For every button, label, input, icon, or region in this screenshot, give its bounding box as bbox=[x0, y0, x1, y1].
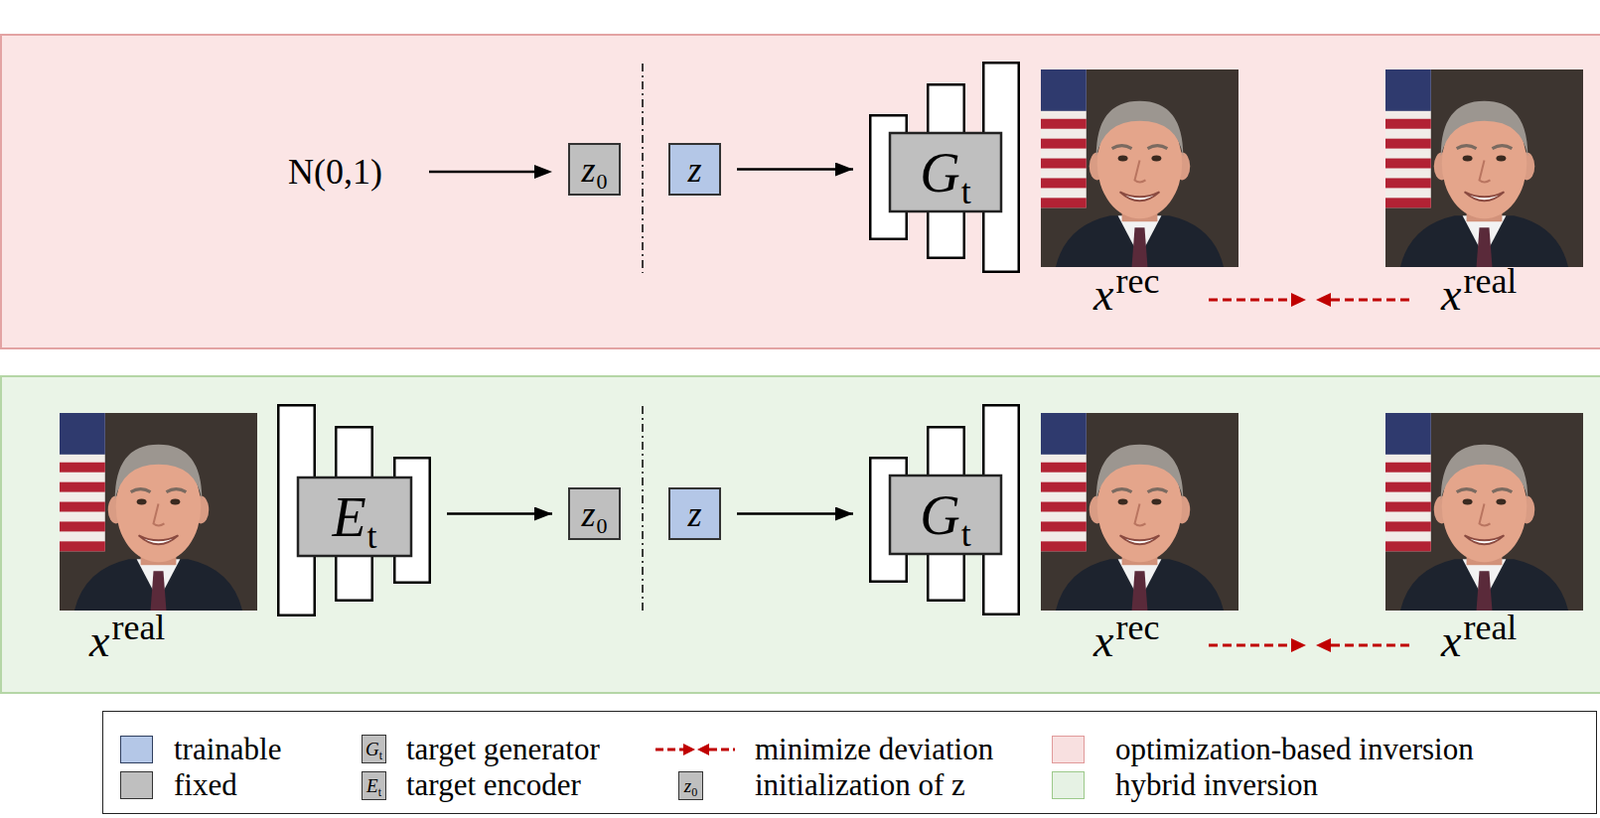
connector-arrow bbox=[736, 512, 854, 516]
math-label: xreal bbox=[1441, 618, 1517, 665]
variable-main: z bbox=[581, 149, 595, 190]
image-superscript: real bbox=[1462, 607, 1517, 648]
legend-swatch bbox=[1051, 735, 1085, 764]
network-label: Et bbox=[297, 477, 412, 557]
network-core bbox=[297, 477, 412, 557]
network-core bbox=[889, 475, 1002, 555]
connector-arrow bbox=[736, 167, 854, 171]
image-superscript: rec bbox=[1115, 261, 1160, 301]
math-label: xrec bbox=[1093, 618, 1160, 665]
legend-text: trainable bbox=[173, 731, 282, 768]
legend-swatch bbox=[120, 735, 153, 764]
deviation-arrows bbox=[1208, 292, 1414, 307]
legend-text: target generator bbox=[406, 731, 600, 768]
connector-arrow bbox=[446, 512, 553, 516]
image-symbol: x bbox=[1441, 269, 1461, 320]
legend-arrow-sample bbox=[655, 743, 735, 756]
generator-block: Gt bbox=[869, 404, 1020, 616]
variable-main: z bbox=[687, 494, 702, 535]
network-main: G bbox=[919, 142, 960, 204]
network-text: Et bbox=[331, 489, 377, 546]
legend-text: initialization of z bbox=[754, 767, 966, 804]
optimization-panel bbox=[0, 33, 1600, 350]
legend-text: hybrid inversion bbox=[1115, 767, 1318, 804]
face-photo bbox=[1040, 413, 1239, 611]
icon-letter: z bbox=[684, 775, 692, 797]
sample-arrow bbox=[429, 164, 553, 179]
legend-text: minimize deviation bbox=[754, 731, 994, 768]
image-symbol: x bbox=[1441, 615, 1461, 667]
image-superscript: rec bbox=[1115, 607, 1160, 648]
trainable-box: z bbox=[668, 487, 722, 541]
math-label: xreal bbox=[89, 618, 165, 665]
distribution-label: N(0,1) bbox=[288, 151, 383, 192]
box-text: z bbox=[687, 496, 702, 533]
legend-icon: Et bbox=[361, 771, 387, 801]
image-symbol: x bbox=[89, 615, 110, 667]
variable-main: z bbox=[581, 494, 595, 535]
face-photo bbox=[59, 413, 258, 611]
legend-text: fixed bbox=[173, 767, 238, 804]
icon-letter: G bbox=[365, 738, 380, 760]
image-symbol: x bbox=[1093, 615, 1114, 667]
legend-icon-text: Et bbox=[366, 776, 382, 796]
variable-sub: 0 bbox=[596, 513, 608, 539]
legend-swatch bbox=[1051, 771, 1085, 800]
box-text: z0 bbox=[581, 496, 607, 533]
box-text: z bbox=[687, 151, 702, 188]
legend-icon: Gt bbox=[361, 734, 387, 764]
face-photo bbox=[1385, 413, 1584, 611]
generator-block: Gt bbox=[869, 61, 1020, 274]
variable-sub: 0 bbox=[596, 168, 608, 194]
separator-line bbox=[641, 406, 644, 614]
image-superscript: real bbox=[111, 607, 165, 648]
icon-sub: t bbox=[379, 748, 383, 763]
network-main: G bbox=[919, 484, 960, 547]
math-label: xreal bbox=[1441, 272, 1517, 318]
face-photo bbox=[1385, 69, 1584, 268]
icon-sub: 0 bbox=[691, 785, 698, 800]
legend-icon-text: z0 bbox=[684, 776, 698, 796]
network-sub: t bbox=[961, 171, 972, 212]
box-text: z0 bbox=[581, 151, 607, 188]
network-sub: t bbox=[367, 516, 378, 557]
legend-text: target encoder bbox=[406, 767, 582, 804]
variable-main: z bbox=[687, 149, 702, 190]
network-main: E bbox=[331, 486, 366, 549]
encoder-block: Et bbox=[277, 404, 432, 617]
legend-swatch bbox=[120, 771, 153, 800]
legend-icon: z0 bbox=[678, 771, 704, 801]
separator-line bbox=[641, 63, 644, 274]
face-photo bbox=[1040, 69, 1239, 268]
legend-text: optimization-based inversion bbox=[1115, 731, 1474, 768]
image-symbol: x bbox=[1093, 269, 1114, 320]
network-label: Gt bbox=[889, 133, 1002, 212]
network-sub: t bbox=[961, 514, 972, 555]
legend-icon-text: Gt bbox=[365, 739, 383, 759]
icon-letter: E bbox=[366, 775, 379, 797]
math-label: xrec bbox=[1093, 272, 1160, 318]
deviation-arrows bbox=[1208, 638, 1414, 653]
image-superscript: real bbox=[1462, 261, 1517, 301]
network-label: Gt bbox=[889, 475, 1002, 555]
fixed-box: z0 bbox=[568, 487, 621, 541]
network-text: Gt bbox=[919, 145, 971, 201]
network-text: Gt bbox=[919, 487, 971, 544]
network-core bbox=[889, 133, 1002, 212]
icon-sub: t bbox=[378, 785, 382, 800]
trainable-box: z bbox=[668, 143, 722, 196]
math-label: N(0,1) bbox=[288, 153, 383, 190]
fixed-box: z0 bbox=[568, 143, 621, 196]
